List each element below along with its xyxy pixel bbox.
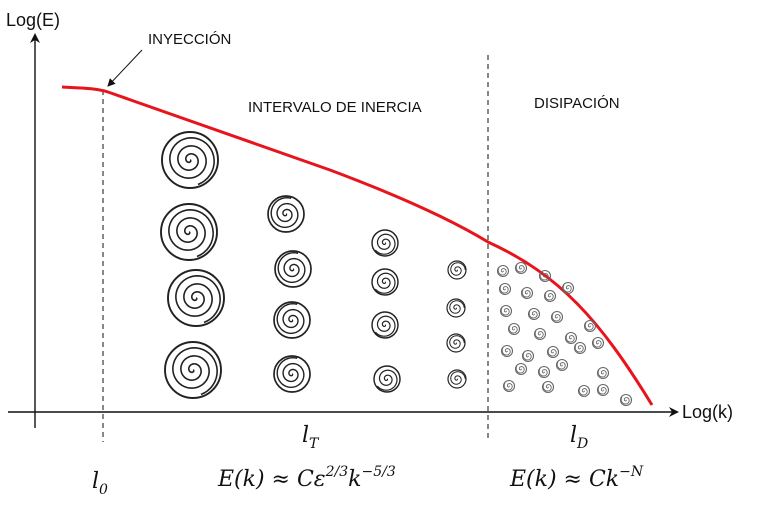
eddy-large [161,131,219,189]
eddy-micro [498,282,512,296]
eddy-micro [496,264,510,278]
eddy-micro [596,383,610,397]
eddy-micro [499,304,513,318]
eddy-micro [573,341,587,355]
eddy-micro [537,365,551,379]
eddy-micro [500,344,514,358]
x-axis-label: Log(k) [682,402,733,422]
scale-lD-label: lD [570,423,588,452]
eddy-micro [543,289,557,303]
eddy-micro [514,362,528,376]
eddy-large [167,269,225,327]
eddy-tiny [447,369,467,389]
eddy-micro [521,349,535,363]
eddy-large [164,341,222,399]
eddy-medium [273,301,311,339]
dissipation-label: DISIPACIÓN [534,95,620,112]
eddy-micro [577,384,591,398]
eddy-micro [507,322,521,336]
eddy-illustrations [160,131,633,407]
eddy-micro [550,310,564,324]
eddy-micro [583,319,597,333]
eddy-medium [267,195,305,233]
eddy-micro [514,261,528,275]
eddy-small [373,365,401,393]
eddy-micro [533,327,547,341]
scale-l0-label: l0 [92,469,108,498]
eddy-micro [561,281,575,295]
eddy-tiny [446,333,466,353]
eddy-micro [541,380,555,394]
inertial-range-label: INTERVALO DE INERCIA [248,99,422,116]
eddy-micro [546,345,560,359]
eddy-micro [538,269,552,283]
scale-lT-label: lT [302,423,320,452]
eddy-micro [564,331,578,345]
eddy-large [160,203,218,261]
eddy-medium [273,355,311,393]
y-axis-label: Log(E) [6,10,60,30]
eddy-micro [596,366,610,380]
eddy-micro [520,286,534,300]
eddy-tiny [446,298,466,318]
eddy-tiny [447,260,467,280]
dissipation-formula: E(k) ≈ Ck−N [509,464,644,492]
eddy-medium [274,250,312,288]
eddy-micro [555,358,569,372]
eddy-small [371,311,399,339]
injection-pointer-arrow [107,49,143,87]
injection-label: INYECCIÓN [148,31,231,48]
eddy-small [371,229,399,257]
energy-spectrum-curve [61,85,654,406]
eddy-micro [619,393,633,407]
eddy-micro [502,379,516,393]
inertial-formula: E(k) ≈ Cε2/3k−5/3 [217,464,396,492]
eddy-micro [591,336,605,350]
eddy-small [371,268,399,296]
eddy-micro [527,307,541,321]
